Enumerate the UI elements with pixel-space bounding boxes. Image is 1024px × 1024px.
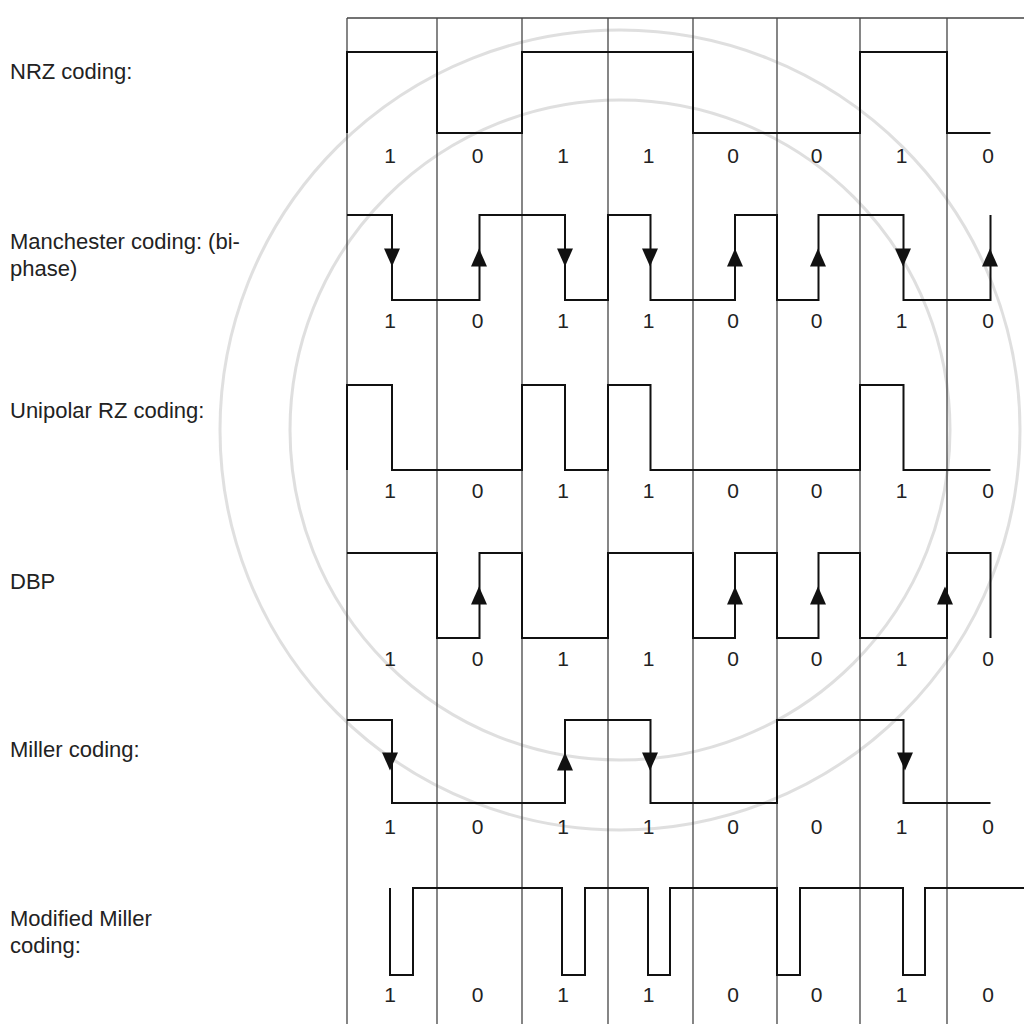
bit-value: 0 [968, 307, 1008, 334]
bit-value: 1 [370, 142, 410, 169]
bit-value: 0 [797, 981, 837, 1008]
grid-line [436, 18, 437, 1024]
bit-value: 0 [713, 981, 753, 1008]
transition-arrow [471, 249, 487, 267]
bit-value: 1 [543, 477, 583, 504]
bit-value: 1 [543, 307, 583, 334]
grid-line [859, 18, 860, 1024]
row-label: NRZ coding: [10, 58, 310, 85]
bit-value: 1 [629, 645, 669, 672]
transition-arrow [471, 587, 487, 605]
bit-value: 1 [882, 142, 922, 169]
bit-value: 1 [370, 477, 410, 504]
bit-value: 1 [543, 981, 583, 1008]
transition-arrow [810, 587, 826, 605]
bit-value: 1 [370, 645, 410, 672]
waveform [347, 215, 991, 300]
bit-value: 0 [968, 645, 1008, 672]
bit-value: 1 [370, 981, 410, 1008]
transition-arrow [937, 587, 953, 605]
bit-value: 0 [797, 142, 837, 169]
bit-value: 0 [458, 981, 498, 1008]
grid-line [521, 18, 522, 1024]
row-label: Manchester coding: (bi-phase) [10, 228, 242, 282]
transition-arrow [557, 753, 573, 771]
transition-arrow [384, 249, 400, 267]
bit-value: 1 [629, 307, 669, 334]
bit-value: 0 [713, 477, 753, 504]
waveform [347, 720, 991, 803]
grid-line [607, 18, 608, 1024]
transition-arrow [642, 753, 658, 771]
bit-value: 0 [458, 645, 498, 672]
watermark-seal [220, 30, 1020, 830]
bit-value: 0 [713, 645, 753, 672]
row-label: Miller coding: [10, 736, 310, 763]
transition-arrow [897, 753, 913, 771]
bit-value: 1 [629, 813, 669, 840]
transition-arrow [727, 587, 743, 605]
bit-value: 1 [882, 307, 922, 334]
bit-value: 0 [458, 813, 498, 840]
bit-value: 1 [543, 645, 583, 672]
waveforms [347, 52, 1024, 975]
bit-value: 0 [968, 981, 1008, 1008]
bit-value: 1 [629, 477, 669, 504]
transition-arrow [382, 753, 398, 771]
transition-arrow [557, 249, 573, 267]
bit-value: 0 [713, 813, 753, 840]
transition-arrow [982, 249, 998, 267]
row-label: Unipolar RZ coding: [10, 397, 310, 424]
transition-arrow [727, 249, 743, 267]
bit-value: 0 [797, 307, 837, 334]
bit-value: 0 [968, 142, 1008, 169]
bit-value: 0 [458, 142, 498, 169]
bit-value: 1 [882, 645, 922, 672]
row-label: Modified Miller coding: [10, 905, 220, 959]
bit-value: 0 [797, 477, 837, 504]
bit-value: 0 [458, 307, 498, 334]
bit-value: 1 [370, 307, 410, 334]
bit-grid [347, 18, 1024, 1024]
grid-line [692, 18, 693, 1024]
bit-value: 1 [882, 477, 922, 504]
waveform [347, 385, 991, 470]
bit-value: 0 [968, 813, 1008, 840]
grid-line [776, 18, 777, 1024]
bit-value: 0 [797, 813, 837, 840]
waveform [390, 888, 1024, 975]
transition-arrow [642, 249, 658, 267]
grid-line [946, 18, 947, 1024]
bit-value: 1 [629, 142, 669, 169]
transition-arrow [895, 249, 911, 267]
grid-line [346, 18, 347, 1024]
bit-value: 1 [882, 981, 922, 1008]
bit-value: 1 [882, 813, 922, 840]
bit-value: 1 [543, 813, 583, 840]
waveform [347, 52, 991, 133]
bit-value: 0 [797, 645, 837, 672]
bit-value: 1 [629, 981, 669, 1008]
waveform [347, 553, 991, 638]
bit-value: 0 [458, 477, 498, 504]
bit-value: 1 [543, 142, 583, 169]
bit-value: 0 [968, 477, 1008, 504]
transition-arrow [810, 249, 826, 267]
row-label: DBP [10, 568, 310, 595]
bit-value: 1 [370, 813, 410, 840]
bit-value: 0 [713, 142, 753, 169]
grid-line [347, 17, 1024, 18]
transition-arrows [382, 249, 998, 771]
bit-value: 0 [713, 307, 753, 334]
